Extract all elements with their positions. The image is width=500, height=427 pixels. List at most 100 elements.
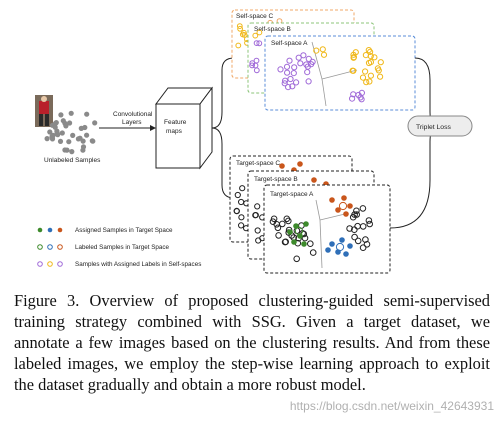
sample-dot bbox=[80, 144, 87, 150]
purple-sample-dot bbox=[300, 52, 307, 59]
yellow-sample-dot bbox=[367, 59, 374, 66]
sample-dot bbox=[67, 120, 73, 126]
target-space-a-samples bbox=[269, 195, 374, 263]
black-sample-dot bbox=[283, 215, 291, 223]
orange-assigned-dot bbox=[329, 197, 335, 203]
sample-dot bbox=[50, 132, 56, 138]
sample-dot bbox=[52, 124, 58, 130]
purple-sample-dot bbox=[305, 55, 312, 63]
black-sample-dot bbox=[270, 215, 278, 223]
blue-assigned-dot bbox=[325, 247, 331, 253]
purple-sample-dot bbox=[350, 91, 357, 98]
self-space-a-samples bbox=[277, 46, 384, 103]
orange-assigned-dot bbox=[279, 163, 285, 169]
purple-sample-dot bbox=[309, 58, 316, 66]
brace-to-self-spaces bbox=[211, 57, 235, 129]
yellow-sample-dot bbox=[252, 32, 259, 39]
yellow-sample-dot bbox=[371, 54, 378, 61]
black-sample-dot bbox=[351, 226, 358, 233]
black-sample-dot bbox=[359, 244, 367, 251]
self-space-b-label: Self-space B bbox=[254, 26, 291, 33]
black-sample-dot bbox=[234, 191, 241, 199]
target-to-loss-connector bbox=[389, 125, 439, 229]
sample-dot bbox=[75, 136, 81, 142]
black-sample-dot bbox=[275, 232, 282, 239]
purple-sample-dot bbox=[283, 63, 291, 70]
green-labeled-dot bbox=[294, 226, 304, 236]
sample-dot bbox=[68, 110, 74, 116]
green-assigned-dot bbox=[301, 241, 307, 247]
purple-sample-dot bbox=[285, 84, 292, 91]
yellow-sample-dot bbox=[366, 78, 373, 85]
self-space-c-label: Self-space C bbox=[236, 13, 274, 20]
black-sample-dot bbox=[281, 238, 289, 246]
yellow-sample-dot bbox=[237, 25, 244, 32]
black-sample-dot bbox=[254, 203, 261, 210]
black-sample-dot bbox=[269, 218, 277, 225]
target-space-c-label: Target-space C bbox=[236, 160, 280, 167]
legend-assigned-label: Assigned Samples in Target Space bbox=[75, 227, 173, 234]
purple-sample-dot bbox=[295, 54, 302, 61]
purple-sample-dot bbox=[277, 66, 284, 73]
unlabeled-samples-cloud bbox=[44, 110, 98, 155]
black-sample-dot bbox=[359, 205, 367, 212]
sample-dot bbox=[59, 130, 65, 136]
conv-arrowhead bbox=[150, 125, 156, 131]
blue-assigned-dot bbox=[329, 241, 335, 247]
blue-assigned-dot bbox=[339, 237, 345, 243]
yellow-sample-dot bbox=[256, 29, 263, 36]
unlabeled-samples-label: Unlabeled Samples bbox=[44, 157, 101, 164]
sample-dot bbox=[90, 138, 96, 144]
black-sample-dot bbox=[309, 249, 317, 256]
purple-sample-dot bbox=[252, 62, 259, 69]
conv-layers-label-line2: Layers bbox=[122, 119, 142, 126]
sample-dot bbox=[57, 138, 64, 144]
sample-dot bbox=[69, 149, 75, 155]
orange-labeled-dot bbox=[338, 201, 348, 211]
purple-sample-dot bbox=[284, 69, 291, 76]
black-sample-dot bbox=[353, 211, 361, 218]
black-sample-dot bbox=[293, 255, 301, 263]
purple-sample-dot bbox=[286, 57, 293, 64]
caption-text: Overview of proposed clustering-guided s… bbox=[14, 291, 490, 394]
sample-dot bbox=[58, 112, 64, 118]
sample-dot bbox=[84, 132, 90, 138]
sample-dot bbox=[84, 111, 90, 117]
black-sample-dot bbox=[365, 217, 373, 224]
sample-dot bbox=[64, 147, 70, 153]
feature-maps-box bbox=[155, 86, 213, 170]
yellow-sample-dot bbox=[319, 46, 326, 53]
yellow-sample-dot bbox=[363, 79, 370, 86]
black-sample-dot bbox=[301, 234, 309, 242]
orange-assigned-dot bbox=[335, 207, 341, 213]
purple-sample-dot bbox=[281, 80, 288, 87]
yellow-sample-dot bbox=[362, 68, 369, 75]
blue-assigned-dot bbox=[343, 251, 349, 257]
yellow-sample-dot bbox=[362, 52, 369, 59]
black-sample-dot bbox=[252, 212, 259, 219]
orange-assigned-dot bbox=[347, 203, 353, 209]
feature-maps-label-line1: Feature bbox=[164, 119, 187, 126]
purple-sample-dot bbox=[304, 69, 311, 76]
orange-assigned-dot bbox=[341, 195, 347, 201]
yellow-sample-dot bbox=[235, 42, 242, 49]
purple-sample-dot bbox=[291, 64, 298, 71]
yellow-sample-dot bbox=[313, 47, 320, 54]
legend-self-label: Samples with Assigned Labels in Self-spa… bbox=[75, 261, 201, 268]
yellow-sample-dot bbox=[365, 47, 372, 54]
purple-sample-dot bbox=[287, 75, 294, 83]
black-sample-dot bbox=[233, 208, 240, 215]
purple-sample-dot bbox=[282, 77, 289, 84]
sample-dot bbox=[80, 138, 86, 144]
black-sample-dot bbox=[274, 224, 282, 232]
sample-dot bbox=[44, 136, 50, 142]
figure-caption: Figure 3. Overview of proposed clusterin… bbox=[14, 290, 490, 395]
green-assigned-dot bbox=[291, 239, 297, 245]
green-assigned-dot bbox=[303, 221, 309, 227]
purple-sample-dot bbox=[253, 40, 260, 46]
figure: Unlabeled Samples Convolutional Layers F… bbox=[35, 9, 473, 274]
legend-self-markers bbox=[37, 261, 63, 267]
black-sample-dot bbox=[366, 220, 374, 228]
sample-dot bbox=[92, 120, 98, 126]
